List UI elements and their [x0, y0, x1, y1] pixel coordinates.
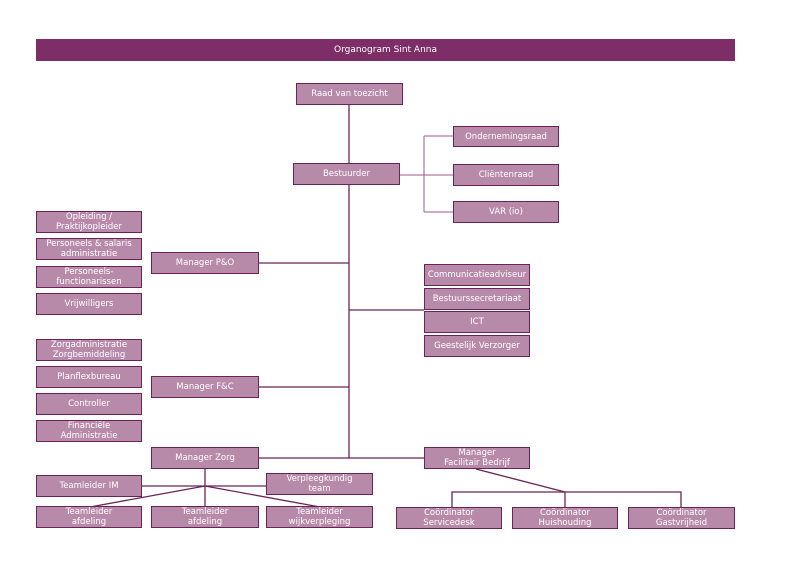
node-planflexbureau: Planflexbureau	[36, 366, 142, 388]
node-personeelsfunctionarissen: Personeels- functionarissen	[36, 266, 142, 288]
node-teamleider-afdeling-1: Teamleider afdeling	[36, 506, 142, 528]
node-communicatieadviseur: Communicatieadviseur	[424, 264, 530, 286]
node-salaris-administratie: Personeels & salaris administratie	[36, 238, 142, 260]
node-raad-van-toezicht: Raad van toezicht	[296, 83, 403, 105]
node-verpleegkundig-team: Verpleegkundig team	[266, 473, 373, 495]
node-bestuurder: Bestuurder	[293, 163, 400, 185]
node-teamleider-im: Teamleider IM	[36, 475, 142, 497]
node-manager-facilitair: Manager Facilitair Bedrijf	[424, 447, 530, 469]
node-ondernemingsraad: Ondernemingsraad	[453, 126, 559, 147]
node-financiele-administratie: Financiële Administratie	[36, 420, 142, 442]
node-coordinator-huishouding: Coördinator Huishouding	[512, 507, 618, 529]
organogram-title: Organogram Sint Anna	[36, 39, 735, 61]
node-zorgadministratie: Zorgadministratie Zorgbemiddeling	[36, 339, 142, 361]
fb-to-huis	[475, 468, 566, 493]
zorg-to-wijk	[204, 485, 321, 508]
coord-bracket	[451, 491, 682, 507]
node-manager-zorg: Manager Zorg	[151, 447, 259, 469]
node-teamleider-wijkverpleging: Teamleider wijkverpleging	[266, 506, 373, 528]
node-teamleider-afdeling-2: Teamleider afdeling	[151, 506, 259, 528]
node-controller: Controller	[36, 393, 142, 415]
node-clientenraad: Cliëntenraad	[453, 164, 559, 186]
node-opleiding: Opleiding / Praktijkopleider	[36, 211, 142, 233]
node-coordinator-servicedesk: Coördinator Servicedesk	[396, 507, 502, 529]
zorg-to-afd1	[89, 485, 206, 508]
node-ict: ICT	[424, 311, 530, 333]
node-coordinator-gastvrijheid: Coördinator Gastvrijheid	[628, 507, 735, 529]
node-geestelijk-verzorger: Geestelijk Verzorger	[424, 335, 530, 357]
node-manager-po: Manager P&O	[151, 252, 259, 274]
node-var: VAR (io)	[453, 201, 559, 223]
node-vrijwilligers: Vrijwilligers	[36, 293, 142, 315]
node-manager-fc: Manager F&C	[151, 376, 259, 398]
node-bestuurssecretariaat: Bestuurssecretariaat	[424, 288, 530, 310]
